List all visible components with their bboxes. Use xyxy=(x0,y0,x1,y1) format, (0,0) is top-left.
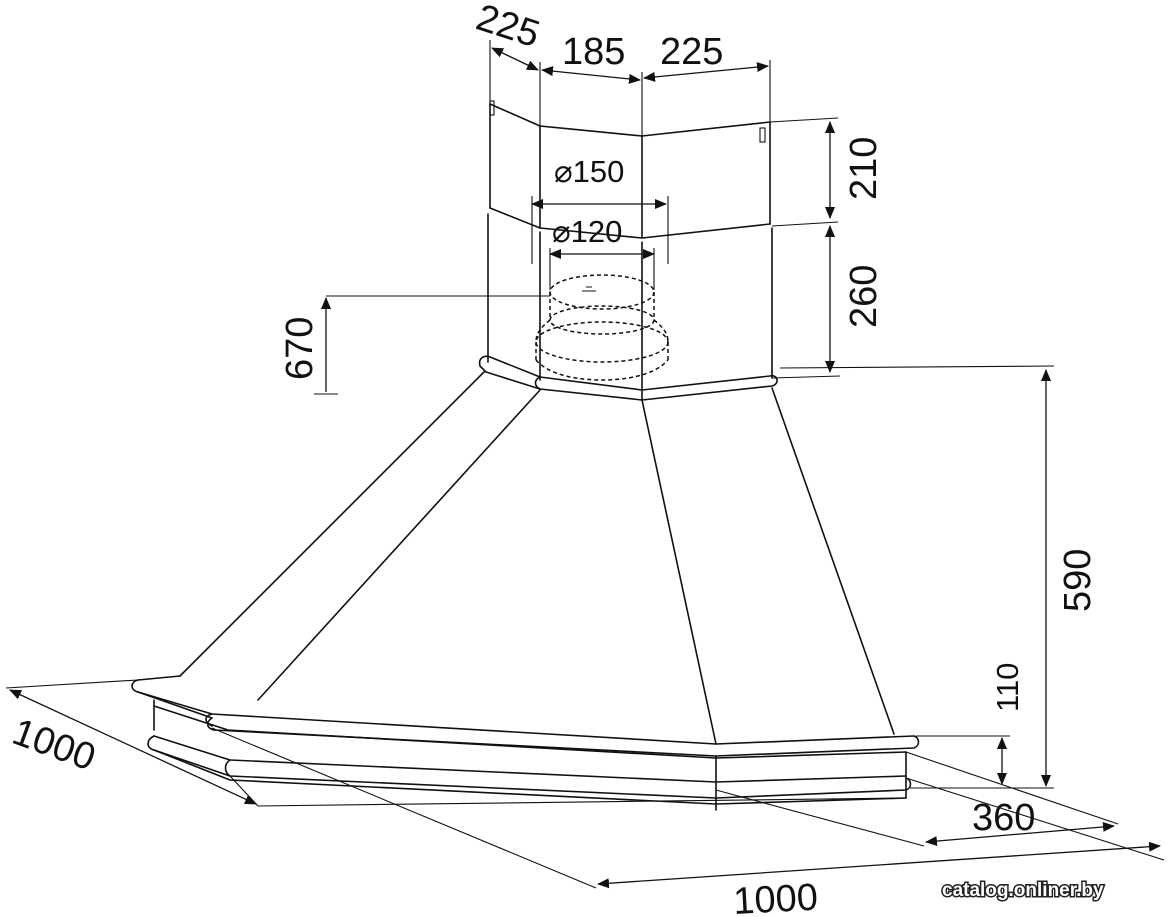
dim-rim-height: 110 xyxy=(990,663,1025,712)
dim-top-left-depth: 225 xyxy=(471,0,544,56)
dim-rim-depth: 360 xyxy=(972,797,1035,839)
dim-bottom-width: 1000 xyxy=(732,877,819,917)
dim-top-center-width: 185 xyxy=(562,31,625,73)
watermark: catalog.onliner.by xyxy=(942,880,1104,901)
dim-duct-height: 670 xyxy=(279,317,321,380)
hood-body xyxy=(179,371,895,745)
duct-collar xyxy=(535,274,669,381)
dim-body-height: 590 xyxy=(1057,549,1099,612)
chimney xyxy=(487,100,773,391)
dim-upper-chimney-height: 210 xyxy=(843,137,885,200)
top-molding xyxy=(478,355,778,401)
dim-outer-duct-diameter: ⌀150 xyxy=(554,154,624,189)
dim-lower-chimney-height: 260 xyxy=(843,265,885,328)
dimension-lines xyxy=(5,40,1165,889)
dim-left-width: 1000 xyxy=(7,711,101,779)
dimension-labels: 225 185 225 210 260 ⌀150 ⌀120 670 590 11… xyxy=(7,0,1099,917)
dim-top-right-depth: 225 xyxy=(660,31,723,73)
bottom-rim xyxy=(131,675,920,811)
dim-inner-duct-diameter: ⌀120 xyxy=(552,214,622,249)
